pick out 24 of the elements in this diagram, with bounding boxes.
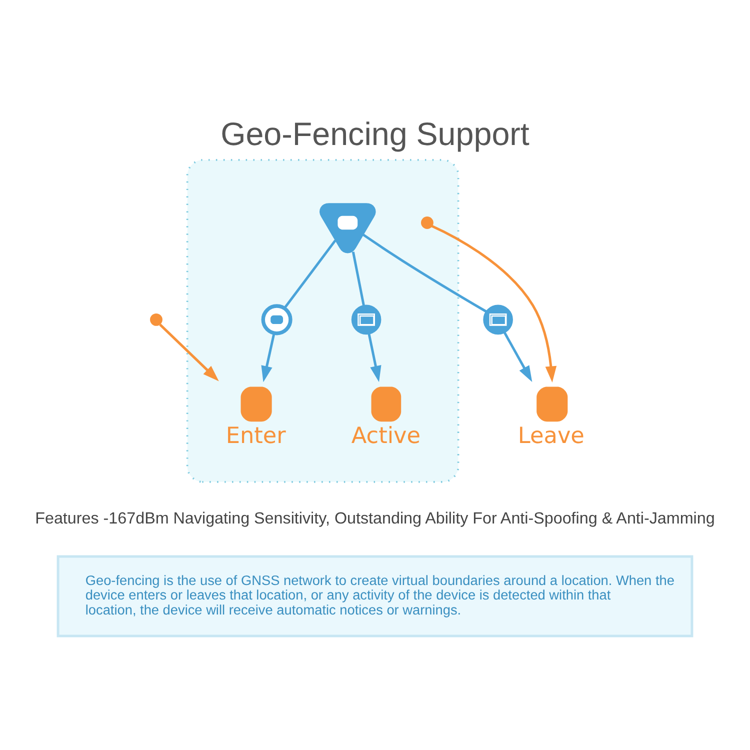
arrow — [261, 333, 276, 382]
cluster — [186, 159, 460, 483]
node-circle — [261, 304, 292, 336]
connector — [284, 240, 336, 309]
arrow — [431, 224, 557, 382]
node-label: Enter — [226, 423, 286, 450]
node-envelope — [483, 304, 513, 335]
connector — [362, 234, 487, 313]
node-box — [240, 386, 272, 422]
node-box — [536, 386, 568, 422]
arrow — [159, 324, 219, 382]
label: Features -167dBm Navigating Sensitivity, Outstanding Ability For Anti-Spoofing & Anti-Jamming — [35, 509, 715, 528]
node-box — [371, 386, 402, 422]
node-dot — [420, 216, 434, 229]
node-envelope — [351, 304, 382, 335]
node-box: Geo-fencing is the use of GNSS network to create virtual boundaries around a location. When the device enters or leaves that location, or any activity of the device is detected within that location, the device will receive automatic notices or warnings. — [56, 555, 694, 638]
node-dot — [150, 313, 162, 326]
node-pin — [320, 203, 376, 254]
connector — [352, 252, 365, 306]
arrow — [368, 334, 382, 382]
node-label: Active — [351, 423, 421, 450]
diagram-title: Geo-Fencing Support — [220, 116, 530, 152]
arrow — [504, 332, 532, 382]
node-label: Leave — [518, 423, 584, 450]
